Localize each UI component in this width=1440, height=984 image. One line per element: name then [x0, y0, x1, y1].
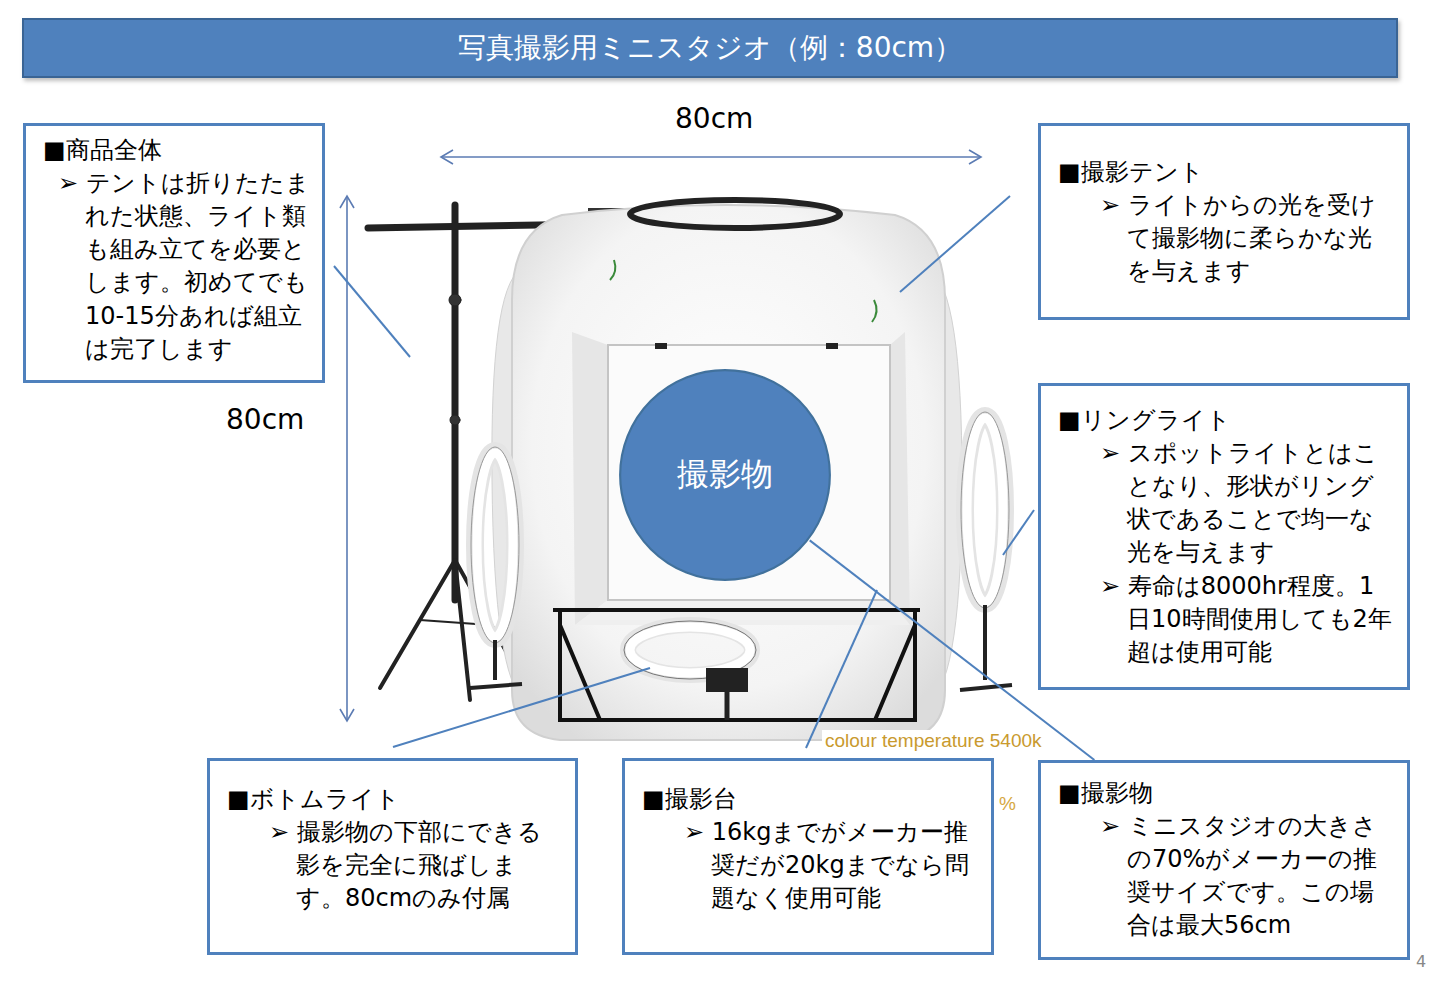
callout-box: ■リングライト➢ スポットライトとはことなり、形状がリング状であることで均一な光…: [1038, 383, 1410, 690]
wire: [872, 300, 877, 322]
backdrop-panel: [608, 345, 890, 600]
wire: [610, 260, 615, 280]
ring-glow: [475, 451, 515, 639]
photo-caption: colour temperature 5400k: [822, 730, 1045, 753]
bottom-ring-light: [630, 627, 750, 673]
stand-knob: [450, 415, 460, 425]
dimension-label: 80cm: [675, 102, 753, 136]
stand-leg: [380, 560, 455, 688]
tent-inner-wall: [572, 332, 608, 625]
leader-line: [900, 196, 1010, 292]
arrow-head: [340, 709, 354, 721]
ring-stand: [983, 605, 987, 680]
callout-box: ■撮影物➢ ミニスタジオの大きさの70%がメーカーの推奨サイズです。この場合は最…: [1038, 760, 1410, 960]
circle-outline: [620, 370, 830, 580]
tent-inner-wall: [890, 332, 910, 625]
callout-box: ■撮影台➢ 16kgまでがメーカー推奨だが20kgまでなら問題なく使用可能: [622, 758, 994, 955]
bullet-text: ➢ テントは折りたたまれた状態、ライト類も組み立てを必要とします。初めてでも10…: [43, 167, 310, 366]
box-heading: ■ボトムライト: [227, 783, 563, 816]
title: 写真撮影用ミニスタジオ（例：80cm）: [458, 29, 962, 67]
dimension-arrow: [340, 150, 981, 721]
callout-box: ■ボトムライト➢ 撮影物の下部にできる影を完全に飛ばします。80cmのみ付属: [207, 758, 578, 955]
stand-pole: [452, 205, 459, 600]
dimension-label: 80cm: [226, 403, 304, 437]
panel-clip: [826, 343, 838, 349]
box-heading: ■商品全体: [43, 134, 310, 167]
shooting-table-frame: [553, 610, 920, 720]
dimension-line: [441, 156, 981, 158]
bullet-text: ➢ ライトからの光を受けて撮影物に柔らかな光を与えます: [1058, 189, 1395, 288]
dimension-line: [346, 196, 348, 721]
left-ring-light: [477, 453, 513, 637]
bullet-text: ➢ ミニスタジオの大きさの70%がメーカーの推奨サイズです。この場合は最大56c…: [1058, 810, 1395, 942]
subject-label: 撮影物: [677, 453, 773, 497]
tent-floor: [575, 600, 910, 625]
arrow-head: [340, 196, 354, 208]
top-ring-light: [630, 200, 840, 228]
arrow-head: [441, 150, 453, 164]
box-heading: ■撮影テント: [1058, 156, 1395, 189]
right-ring-light: [967, 418, 1003, 602]
ring-stand: [493, 640, 497, 680]
callout-box: ■撮影テント➢ ライトからの光を受けて撮影物に柔らかな光を与えます: [1038, 123, 1410, 320]
bullet-text: ➢ 撮影物の下部にできる影を完全に飛ばします。80cmのみ付属: [227, 816, 563, 915]
leader-line: [393, 668, 650, 747]
bullet-text: ➢ 寿命は8000hr程度。1日10時間使用しても2年超は使用可能: [1058, 570, 1395, 669]
subject-circle: 撮影物: [618, 368, 832, 582]
panel-clip: [655, 343, 667, 349]
stand-knob: [449, 294, 461, 306]
callout-box: ■商品全体➢ テントは折りたたまれた状態、ライト類も組み立てを必要とします。初め…: [23, 123, 325, 383]
leader-line: [806, 590, 877, 748]
bullet-text: ➢ スポットライトとはことなり、形状がリング状であることで均一な光を与えます: [1058, 437, 1395, 569]
title-band: 写真撮影用ミニスタジオ（例：80cm）: [22, 18, 1398, 78]
page-number: 4: [1416, 952, 1426, 971]
box-heading: ■撮影物: [1058, 777, 1395, 810]
ring-foot: [470, 684, 522, 688]
ring-outline: [471, 447, 519, 643]
ring-mount: [706, 668, 748, 692]
photo-tent: [512, 205, 945, 740]
leader-lines: [334, 196, 1034, 748]
box-heading: ■撮影台: [642, 783, 979, 816]
photo-caption: %: [999, 793, 1016, 816]
ring-glow: [965, 416, 1005, 604]
arrow-head: [969, 150, 981, 164]
bullet-text: ➢ 16kgまでがメーカー推奨だが20kgまでなら問題なく使用可能: [642, 816, 979, 915]
box-heading: ■リングライト: [1058, 404, 1395, 437]
leader-line: [1003, 510, 1034, 555]
ring-outline: [961, 412, 1009, 608]
ring-glow: [628, 625, 752, 675]
ring-mount-post: [725, 692, 730, 720]
leader-line: [334, 266, 410, 357]
